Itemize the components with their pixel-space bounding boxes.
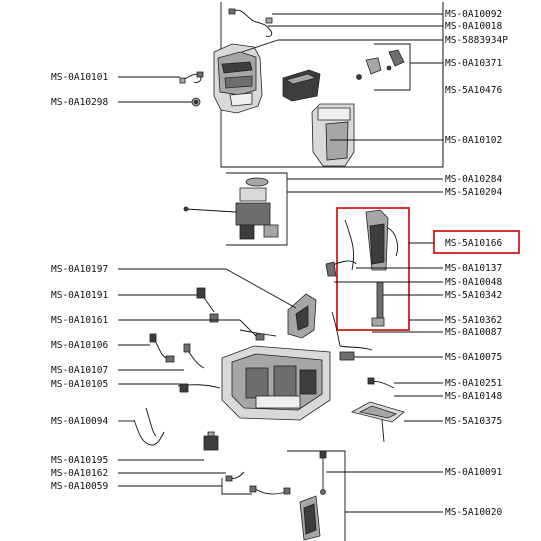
part-cable-0094: [133, 407, 165, 446]
part-label-0A10284[interactable]: MS-0A10284: [445, 174, 502, 185]
part-label-5A10020[interactable]: MS-5A10020: [445, 507, 502, 518]
part-label-0A10087[interactable]: MS-0A10087: [445, 327, 502, 338]
part-cable-0161: [239, 329, 277, 341]
part-label-5883934P[interactable]: MS-5883934P: [445, 35, 508, 46]
part-cable-0106: [149, 333, 175, 363]
part-flow-meter: [287, 293, 317, 339]
part-base-chassis: [221, 345, 331, 421]
part-label-5A10476[interactable]: MS-5A10476: [445, 85, 502, 96]
part-label-5A10362[interactable]: MS-5A10362: [445, 315, 502, 326]
part-small-cable-left: [179, 71, 204, 84]
part-cable-0251: [367, 377, 395, 389]
highlight-frame: [336, 207, 410, 331]
part-label-5A10375[interactable]: MS-5A10375: [445, 416, 502, 427]
part-label-0A10195[interactable]: MS-0A10195: [51, 455, 108, 466]
part-cable-0087: [331, 311, 373, 351]
parts-drawings: [133, 8, 405, 541]
part-label-0A10106[interactable]: MS-0A10106: [51, 340, 108, 351]
part-label-0A10048[interactable]: MS-0A10048: [445, 277, 502, 288]
part-cable-0162: [225, 471, 245, 482]
part-label-0A10105[interactable]: MS-0A10105: [51, 379, 108, 390]
part-label-0A10101[interactable]: MS-0A10101: [51, 72, 108, 83]
part-cable-0105: [177, 383, 221, 393]
left-labels: MS-0A10101 MS-0A10298 MS-0A10197 MS-0A10…: [51, 72, 108, 492]
part-label-0A10091[interactable]: MS-0A10091: [445, 467, 502, 478]
part-cable-0059: [249, 485, 291, 495]
part-connector-0191: [196, 287, 219, 323]
part-label-0A10092[interactable]: MS-0A10092: [445, 9, 502, 20]
leader-lines-right: [241, 13, 443, 513]
part-label-0A10075[interactable]: MS-0A10075: [445, 352, 502, 363]
part-valve-small: [356, 49, 405, 80]
part-cable-0137: [325, 260, 357, 277]
pump-group-frame: [226, 172, 288, 246]
part-plate-10375: [350, 401, 405, 443]
part-wire-harness-top: [228, 8, 273, 37]
part-label-0A10102[interactable]: MS-0A10102: [445, 135, 502, 146]
valve-group-frame: [374, 43, 411, 91]
part-connector-0075: [339, 351, 355, 361]
part-label-5A10342[interactable]: MS-5A10342: [445, 290, 502, 301]
part-cable-0107: [183, 343, 205, 369]
part-label-0A10371[interactable]: MS-0A10371: [445, 58, 502, 69]
highlight-label-box: [433, 230, 520, 254]
part-connector-0195: [203, 431, 219, 451]
part-label-0A10059[interactable]: MS-0A10059: [51, 481, 108, 492]
part-label-0A10162[interactable]: MS-0A10162: [51, 468, 108, 479]
part-label-0A10107[interactable]: MS-0A10107: [51, 365, 108, 376]
part-cable-bundle: [344, 209, 399, 327]
part-label-0A10251[interactable]: MS-0A10251: [445, 378, 502, 389]
part-label-0A10094[interactable]: MS-0A10094: [51, 416, 108, 427]
part-water-tank: [311, 103, 355, 167]
bottom-group-frame: [287, 450, 346, 541]
leader-lines-left: [118, 76, 297, 495]
part-label-0A10197[interactable]: MS-0A10197: [51, 264, 108, 275]
part-small-plug-left: [191, 97, 201, 107]
part-heating-block: [282, 69, 321, 102]
part-probe-0091: [319, 451, 327, 495]
part-label-0A10191[interactable]: MS-0A10191: [51, 290, 108, 301]
part-label-0A10148[interactable]: MS-0A10148: [445, 391, 502, 402]
part-board-10020: [299, 495, 321, 541]
right-labels: MS-0A10092 MS-0A10018 MS-5883934P MS-0A1…: [445, 9, 508, 518]
part-label-5A10204[interactable]: MS-5A10204: [445, 187, 502, 198]
part-label-0A10161[interactable]: MS-0A10161: [51, 315, 108, 326]
part-label-0A10298[interactable]: MS-0A10298: [51, 97, 108, 108]
part-pump-assembly: [183, 177, 279, 240]
part-label-0A10137[interactable]: MS-0A10137: [445, 263, 502, 274]
part-label-5A10166[interactable]: MS-5A10166: [445, 238, 502, 249]
part-label-0A10018[interactable]: MS-0A10018: [445, 21, 502, 32]
part-top-housing: [213, 43, 263, 114]
